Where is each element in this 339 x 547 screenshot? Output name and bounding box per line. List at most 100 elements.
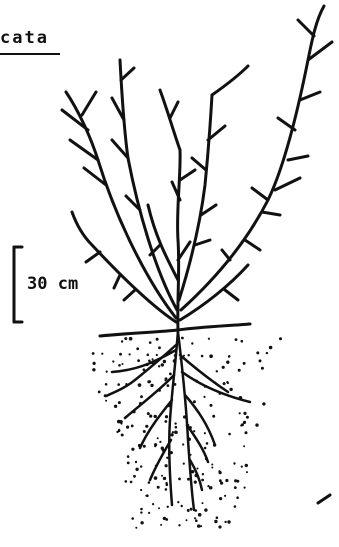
soil-dot xyxy=(133,410,136,413)
soil-dot xyxy=(157,486,160,489)
soil-dot xyxy=(118,429,120,431)
soil-dot xyxy=(129,353,131,355)
soil-dot xyxy=(155,465,157,467)
soil-dot xyxy=(138,383,142,387)
soil-dot xyxy=(118,364,121,367)
soil-dot xyxy=(165,464,168,467)
soil-dot xyxy=(224,521,226,523)
soil-dot xyxy=(119,353,122,356)
soil-dot xyxy=(125,383,127,385)
soil-dot xyxy=(137,359,140,362)
soil-dot xyxy=(127,455,130,458)
soil-dot xyxy=(188,354,190,356)
soil-dot xyxy=(169,373,172,376)
soil-dot xyxy=(228,355,230,357)
soil-dot xyxy=(191,342,193,344)
soil-dot xyxy=(140,511,142,513)
soil-dot xyxy=(143,430,146,433)
soil-dot xyxy=(204,447,207,450)
soil-dot xyxy=(219,497,222,500)
soil-dot xyxy=(133,475,136,478)
soil-dot xyxy=(201,355,204,358)
soil-dot xyxy=(131,448,134,451)
soil-dot xyxy=(204,385,207,388)
soil-dot xyxy=(135,461,137,463)
soil-dot xyxy=(117,383,120,386)
soil-dot xyxy=(164,420,167,423)
soil-dot xyxy=(201,479,204,482)
soil-dot xyxy=(163,360,166,363)
soil-dot xyxy=(114,405,117,408)
soil-dot xyxy=(193,430,195,432)
soil-dot xyxy=(208,338,210,340)
soil-dot xyxy=(166,457,168,459)
soil-dot xyxy=(143,368,146,371)
soil-dot xyxy=(140,489,142,491)
soil-dot xyxy=(183,463,185,465)
soil-dot xyxy=(165,379,167,381)
soil-dot xyxy=(186,424,189,427)
soil-dot xyxy=(205,458,207,460)
soil-dot xyxy=(209,354,213,358)
soil-dot xyxy=(158,507,160,509)
soil-dot xyxy=(122,363,124,365)
soil-dot xyxy=(93,362,96,365)
soil-dot xyxy=(135,527,137,529)
soil-dot xyxy=(149,415,152,418)
soil-dot xyxy=(140,465,142,467)
soil-dot xyxy=(105,400,107,402)
soil-dot xyxy=(159,441,161,443)
soil-dot xyxy=(148,360,151,363)
soil-dot xyxy=(174,354,177,357)
soil-dot xyxy=(214,382,216,384)
scale-bar xyxy=(14,247,22,322)
soil-dot xyxy=(190,508,193,511)
soil-dot xyxy=(126,426,129,429)
soil-dot xyxy=(195,519,198,522)
soil-dot xyxy=(117,420,121,424)
soil-dot xyxy=(204,508,207,511)
soil-dot xyxy=(158,346,161,349)
soil-dot xyxy=(261,367,264,370)
soil-dot xyxy=(136,347,139,350)
soil-dot xyxy=(175,431,178,434)
soil-dot xyxy=(189,426,192,429)
soil-dot xyxy=(197,468,199,470)
soil-dot xyxy=(150,384,153,387)
soil-dot xyxy=(213,444,216,447)
soil-dot xyxy=(178,478,181,481)
soil-dot xyxy=(186,519,188,521)
soil-dot xyxy=(239,396,243,400)
soil-dot xyxy=(175,426,178,429)
soil-dot xyxy=(210,404,213,407)
soil-dot xyxy=(165,482,167,484)
soil-dot xyxy=(216,370,218,372)
soil-dot xyxy=(183,415,186,418)
soil-dot xyxy=(187,510,189,512)
soil-dot xyxy=(243,421,246,424)
soil-dot xyxy=(161,363,164,366)
soil-dot xyxy=(193,400,196,403)
soil-dot xyxy=(154,415,157,418)
soil-dot xyxy=(245,464,248,467)
soil-dot xyxy=(234,486,237,489)
soil-dot xyxy=(187,437,191,441)
soil-dot xyxy=(104,394,107,397)
soil-dot xyxy=(139,402,142,405)
soil-dot xyxy=(156,354,158,356)
soil-dot xyxy=(131,517,134,520)
soil-dot xyxy=(168,350,170,352)
soil-dot xyxy=(211,464,213,466)
scale-bar-label: 30 cm xyxy=(27,276,78,293)
soil-dot xyxy=(163,477,166,480)
soil-dot xyxy=(204,432,206,434)
soil-dot xyxy=(152,358,154,360)
soil-dot xyxy=(233,462,235,464)
soil-dot xyxy=(146,363,149,366)
soil-dot xyxy=(234,505,237,508)
soil-dot xyxy=(158,365,160,367)
soil-dot xyxy=(223,382,226,385)
soil-dot xyxy=(167,506,169,508)
soil-dot xyxy=(191,470,194,473)
soil-dot xyxy=(121,434,124,437)
